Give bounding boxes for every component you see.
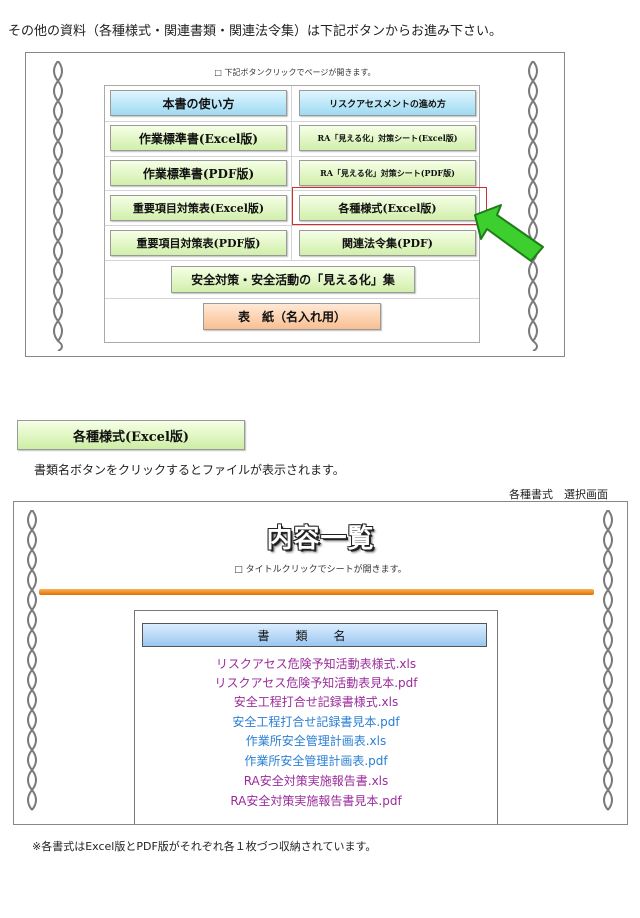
file-link[interactable]: リスクアセス危険予知活動表様式.xls xyxy=(215,657,417,671)
grid-divider xyxy=(105,260,479,261)
document-list-header: 書類名 xyxy=(142,623,487,647)
selected-highlight-frame xyxy=(292,187,487,225)
key-items-pdf-button[interactable]: 重要項目対策表(PDF版) xyxy=(110,230,287,256)
intro-text: その他の資料（各種様式・関連書類・関連法令集）は下記ボタンからお進み下さい。 xyxy=(8,24,503,39)
work-standard-excel-button[interactable]: 作業標準書(Excel版) xyxy=(110,125,287,151)
menu-panel: □ 下記ボタンクリックでページが開きます。 本書の使い方 リスクアセスメントの進… xyxy=(25,52,565,357)
key-items-excel-button[interactable]: 重要項目対策表(Excel版) xyxy=(110,195,287,221)
grid-divider xyxy=(105,225,479,226)
footnote: ※各書式はExcel版とPDF版がそれぞれ各１枚づつ収納されています。 xyxy=(32,840,377,853)
orange-divider-bar xyxy=(39,589,594,595)
safety-visualization-button[interactable]: 安全対策・安全活動の「見える化」集 xyxy=(171,266,415,293)
file-link[interactable]: 作業所安全管理計画表.pdf xyxy=(244,754,388,768)
file-link[interactable]: 安全工程打合せ記録書様式.xls xyxy=(233,695,399,709)
content-list-title: 内容一覧 xyxy=(266,524,375,554)
ra-visualization-excel-button[interactable]: RA「見える化」対策シート(Excel版) xyxy=(299,125,476,151)
document-list-box: 書類名 リスクアセス危険予知活動表様式.xls リスクアセス危険予知活動表見本.… xyxy=(134,610,498,824)
file-link[interactable]: RA安全対策実施報告書.xls xyxy=(243,774,389,788)
left-ornament-scroll-icon xyxy=(22,510,42,820)
content-list-screen: 内容一覧 □ タイトルクリックでシートが開きます。 書類名 リスクアセス危険予知… xyxy=(13,501,628,825)
cover-page-button[interactable]: 表 紙（名入れ用） xyxy=(203,303,381,330)
left-ornament-scroll-icon xyxy=(48,61,68,351)
various-forms-section-button[interactable]: 各種様式(Excel版) xyxy=(17,420,245,450)
right-ornament-scroll-icon xyxy=(598,510,618,820)
green-arrow-icon xyxy=(471,203,551,271)
grid-divider xyxy=(105,121,479,122)
grid-divider xyxy=(105,156,479,157)
risk-assessment-guide-button[interactable]: リスクアセスメントの進め方 xyxy=(299,90,476,116)
file-link[interactable]: リスクアセス危険予知活動表見本.pdf xyxy=(214,676,418,690)
content-list-hint: □ タイトルクリックでシートが開きます。 xyxy=(234,565,407,575)
grid-divider xyxy=(105,298,479,299)
file-link[interactable]: 安全工程打合せ記録書見本.pdf xyxy=(232,715,400,729)
grid-divider xyxy=(291,86,292,260)
ra-visualization-pdf-button[interactable]: RA「見える化」対策シート(PDF版) xyxy=(299,160,476,186)
work-standard-pdf-button[interactable]: 作業標準書(PDF版) xyxy=(110,160,287,186)
file-link[interactable]: RA安全対策実施報告書見本.pdf xyxy=(230,794,402,808)
related-laws-pdf-button[interactable]: 関連法令集(PDF) xyxy=(299,230,476,256)
section-description: 書類名ボタンをクリックするとファイルが表示されます。 xyxy=(34,463,345,477)
file-link[interactable]: 作業所安全管理計画表.xls xyxy=(245,734,387,748)
menu-hint: □ 下記ボタンクリックでページが開きます。 xyxy=(214,68,376,77)
right-ornament-scroll-icon xyxy=(523,61,543,351)
various-forms-excel-button[interactable]: 各種様式(Excel版) xyxy=(299,195,476,221)
menu-button-grid: 本書の使い方 リスクアセスメントの進め方 作業標準書(Excel版) RA「見え… xyxy=(104,85,487,343)
screen-caption: 各種書式 選択画面 xyxy=(509,488,608,501)
how-to-use-button[interactable]: 本書の使い方 xyxy=(110,90,287,116)
